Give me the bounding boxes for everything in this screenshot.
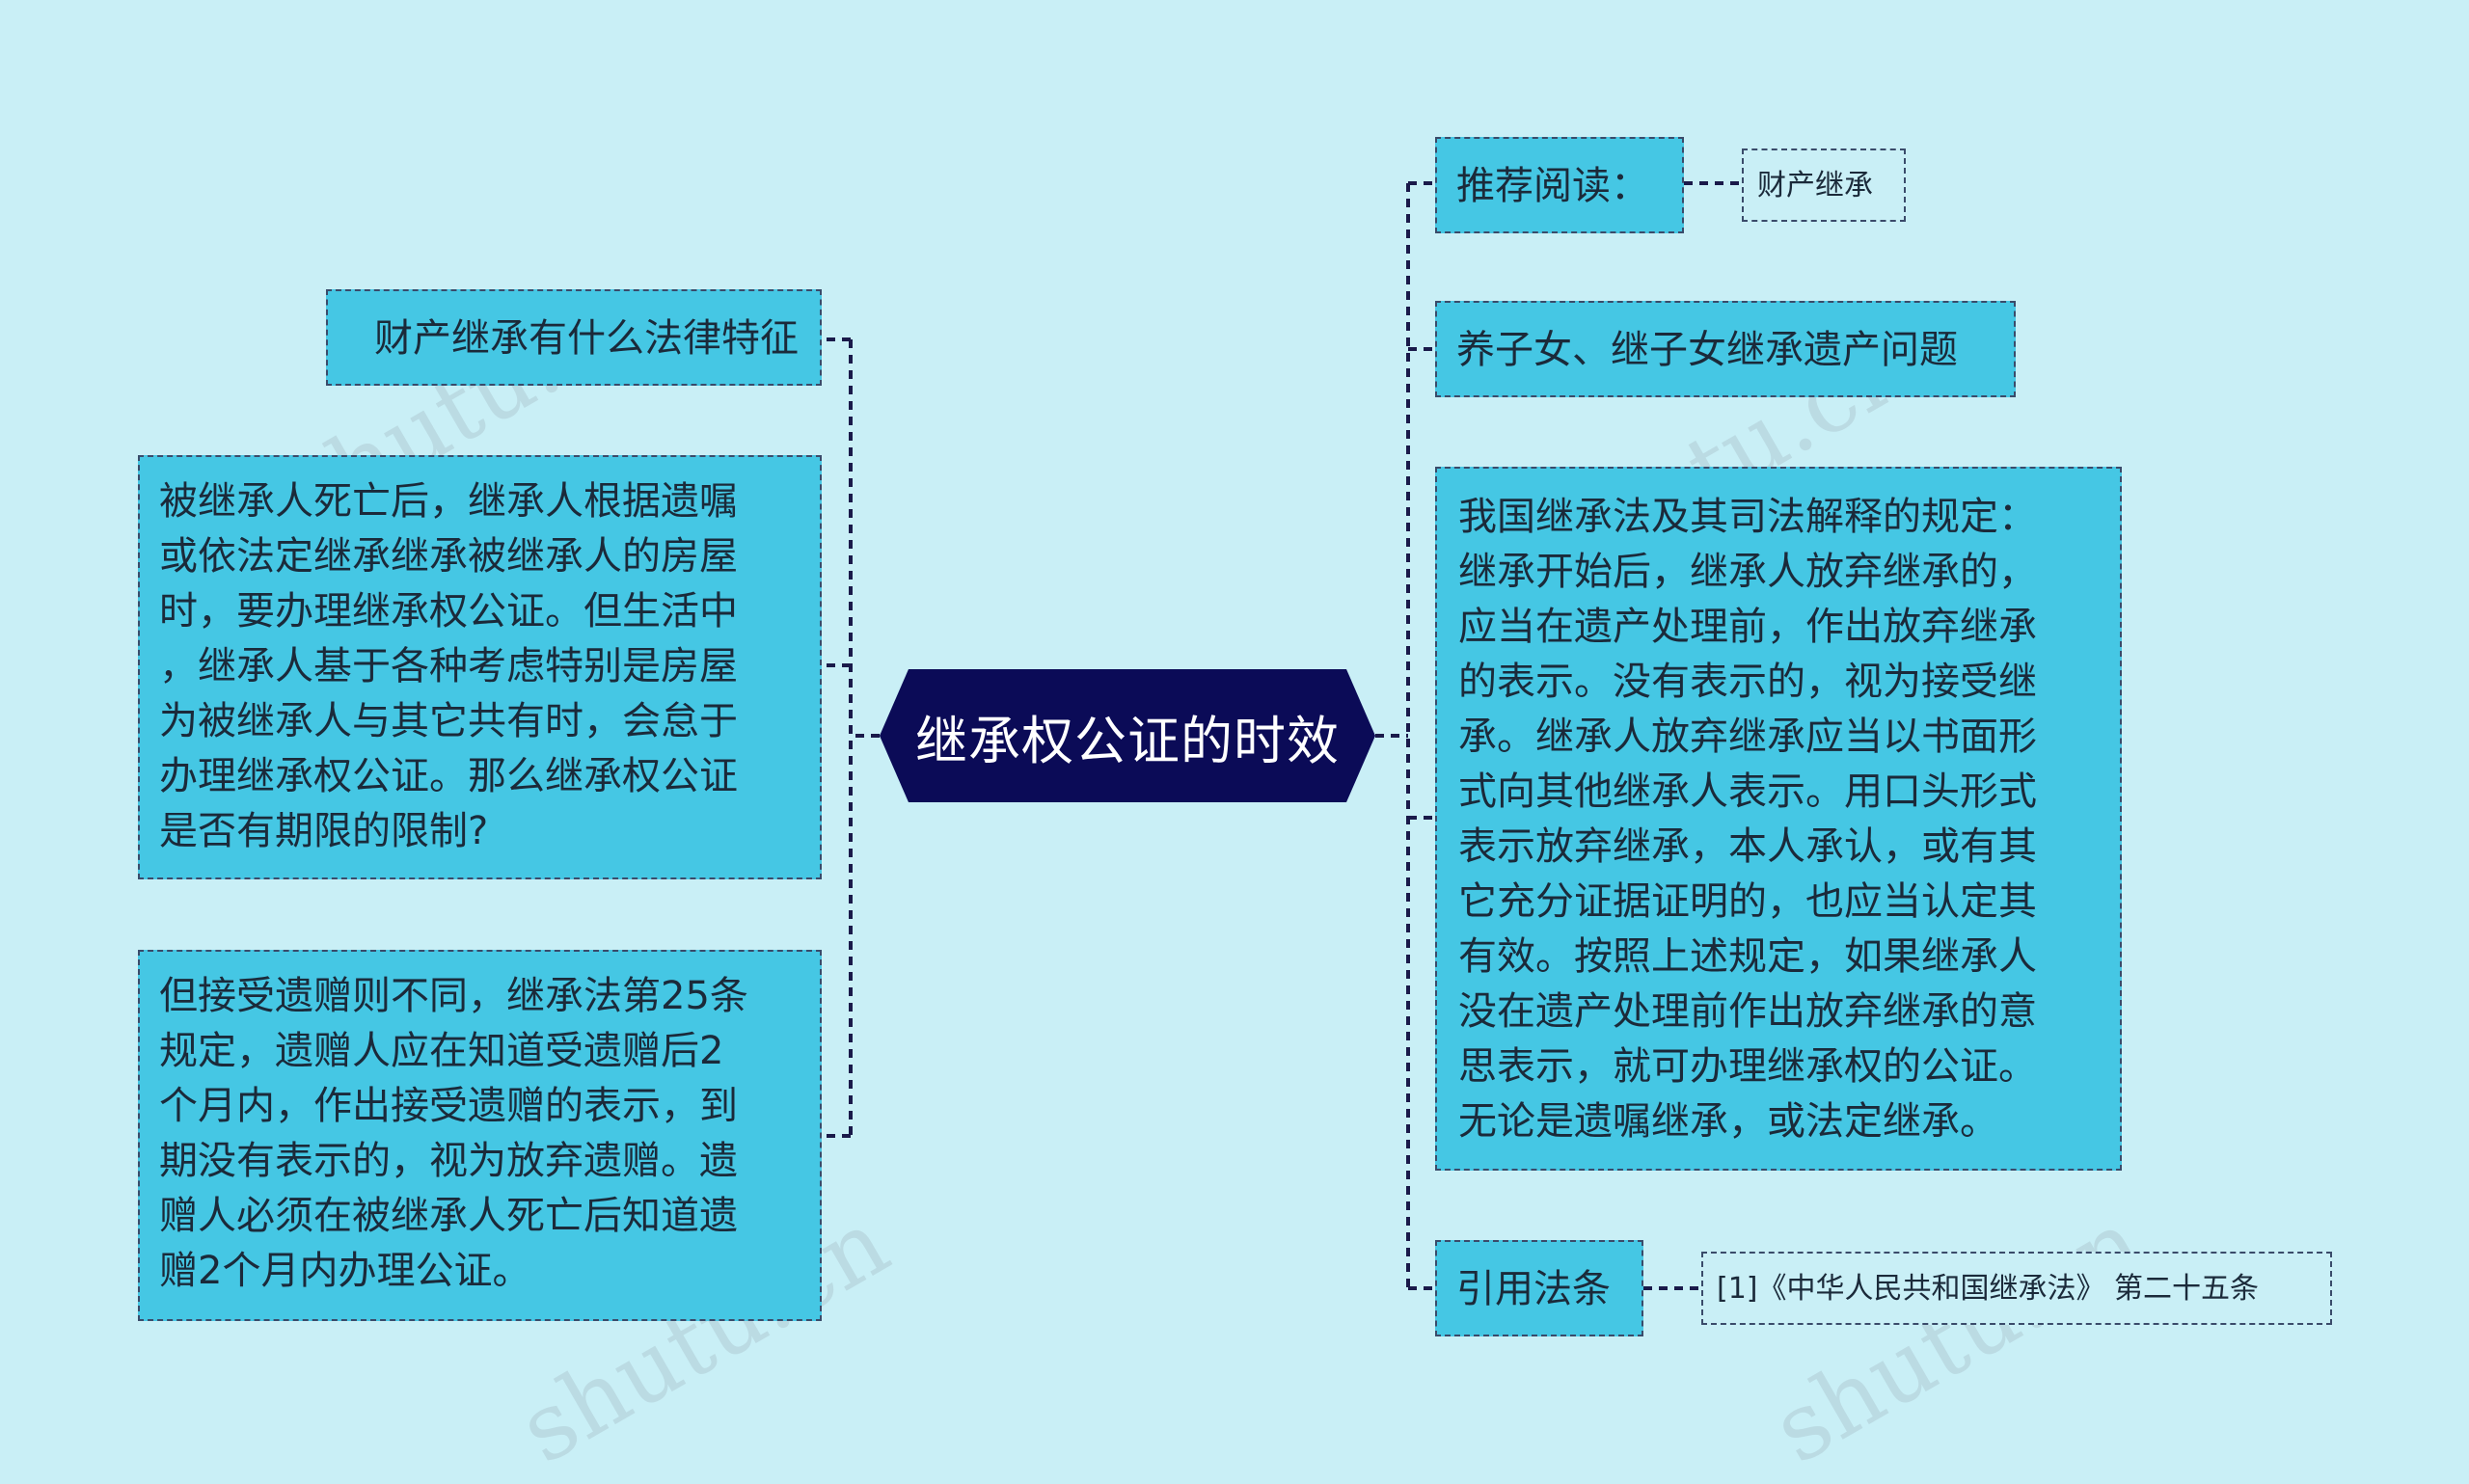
topic-node-label: 养子女、继子女继承遗产问题 bbox=[1456, 328, 1958, 372]
topic-node-cited-law[interactable]: 引用法条 bbox=[1435, 1240, 1643, 1336]
topic-node-label: 引用法条 bbox=[1456, 1267, 1611, 1311]
topic-node-label: 被继承人死亡后，继承人根据遗嘱 或依法定继承继承被继承人的房屋 时，要办理继承权… bbox=[159, 479, 738, 853]
topic-node-bequest-acceptance[interactable]: 但接受遗赠则不同，继承法第25条 规定，遗赠人应在知道受遗赠后2 个月内，作出接… bbox=[138, 950, 822, 1321]
subtopic-node-law-article[interactable]: [1]《中华人民共和国继承法》 第二十五条 bbox=[1701, 1252, 2332, 1325]
topic-node-legal-features[interactable]: 财产继承有什么法律特征 bbox=[326, 289, 822, 386]
topic-node-label: 我国继承法及其司法解释的规定： 继承开始后，继承人放弃继承的， 应当在遗产处理前… bbox=[1458, 495, 2037, 1144]
central-topic[interactable]: 继承权公证的时效 bbox=[880, 669, 1375, 802]
topic-node-label: 财产继承有什么法律特征 bbox=[374, 316, 799, 361]
topic-node-judicial-interpretation[interactable]: 我国继承法及其司法解释的规定： 继承开始后，继承人放弃继承的， 应当在遗产处理前… bbox=[1435, 467, 2122, 1171]
topic-node-adopted-stepchildren[interactable]: 养子女、继子女继承遗产问题 bbox=[1435, 301, 2016, 397]
topic-node-notarization-deadline[interactable]: 被继承人死亡后，继承人根据遗嘱 或依法定继承继承被继承人的房屋 时，要办理继承权… bbox=[138, 455, 822, 879]
topic-node-label: 但接受遗赠则不同，继承法第25条 规定，遗赠人应在知道受遗赠后2 个月内，作出接… bbox=[159, 974, 748, 1293]
central-topic-shape bbox=[880, 669, 1375, 802]
subtopic-node-property-inheritance[interactable]: 财产继承 bbox=[1742, 148, 1906, 222]
subtopic-node-label: 财产继承 bbox=[1757, 169, 1873, 202]
central-topic-label: 继承权公证的时效 bbox=[915, 710, 1340, 771]
topic-node-label: 推荐阅读： bbox=[1456, 164, 1649, 208]
subtopic-node-label: [1]《中华人民共和国继承法》 第二十五条 bbox=[1717, 1272, 2260, 1306]
topic-node-recommended-reading[interactable]: 推荐阅读： bbox=[1435, 137, 1684, 233]
